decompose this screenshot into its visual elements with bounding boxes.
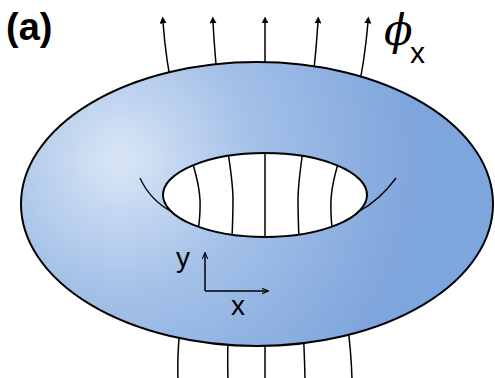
flux-symbol: ϕ [384, 10, 413, 52]
flux-subscript: x [410, 38, 425, 68]
axis-label: y [176, 244, 190, 272]
axis-label: x [231, 292, 245, 320]
y-axis-arrow [204, 253, 206, 291]
torus-body [21, 62, 493, 346]
inner-rim [140, 178, 396, 212]
rim-arc [358, 178, 396, 212]
panel-label: (a) [6, 8, 52, 46]
rim-arc [140, 178, 172, 212]
axes [205, 253, 268, 291]
